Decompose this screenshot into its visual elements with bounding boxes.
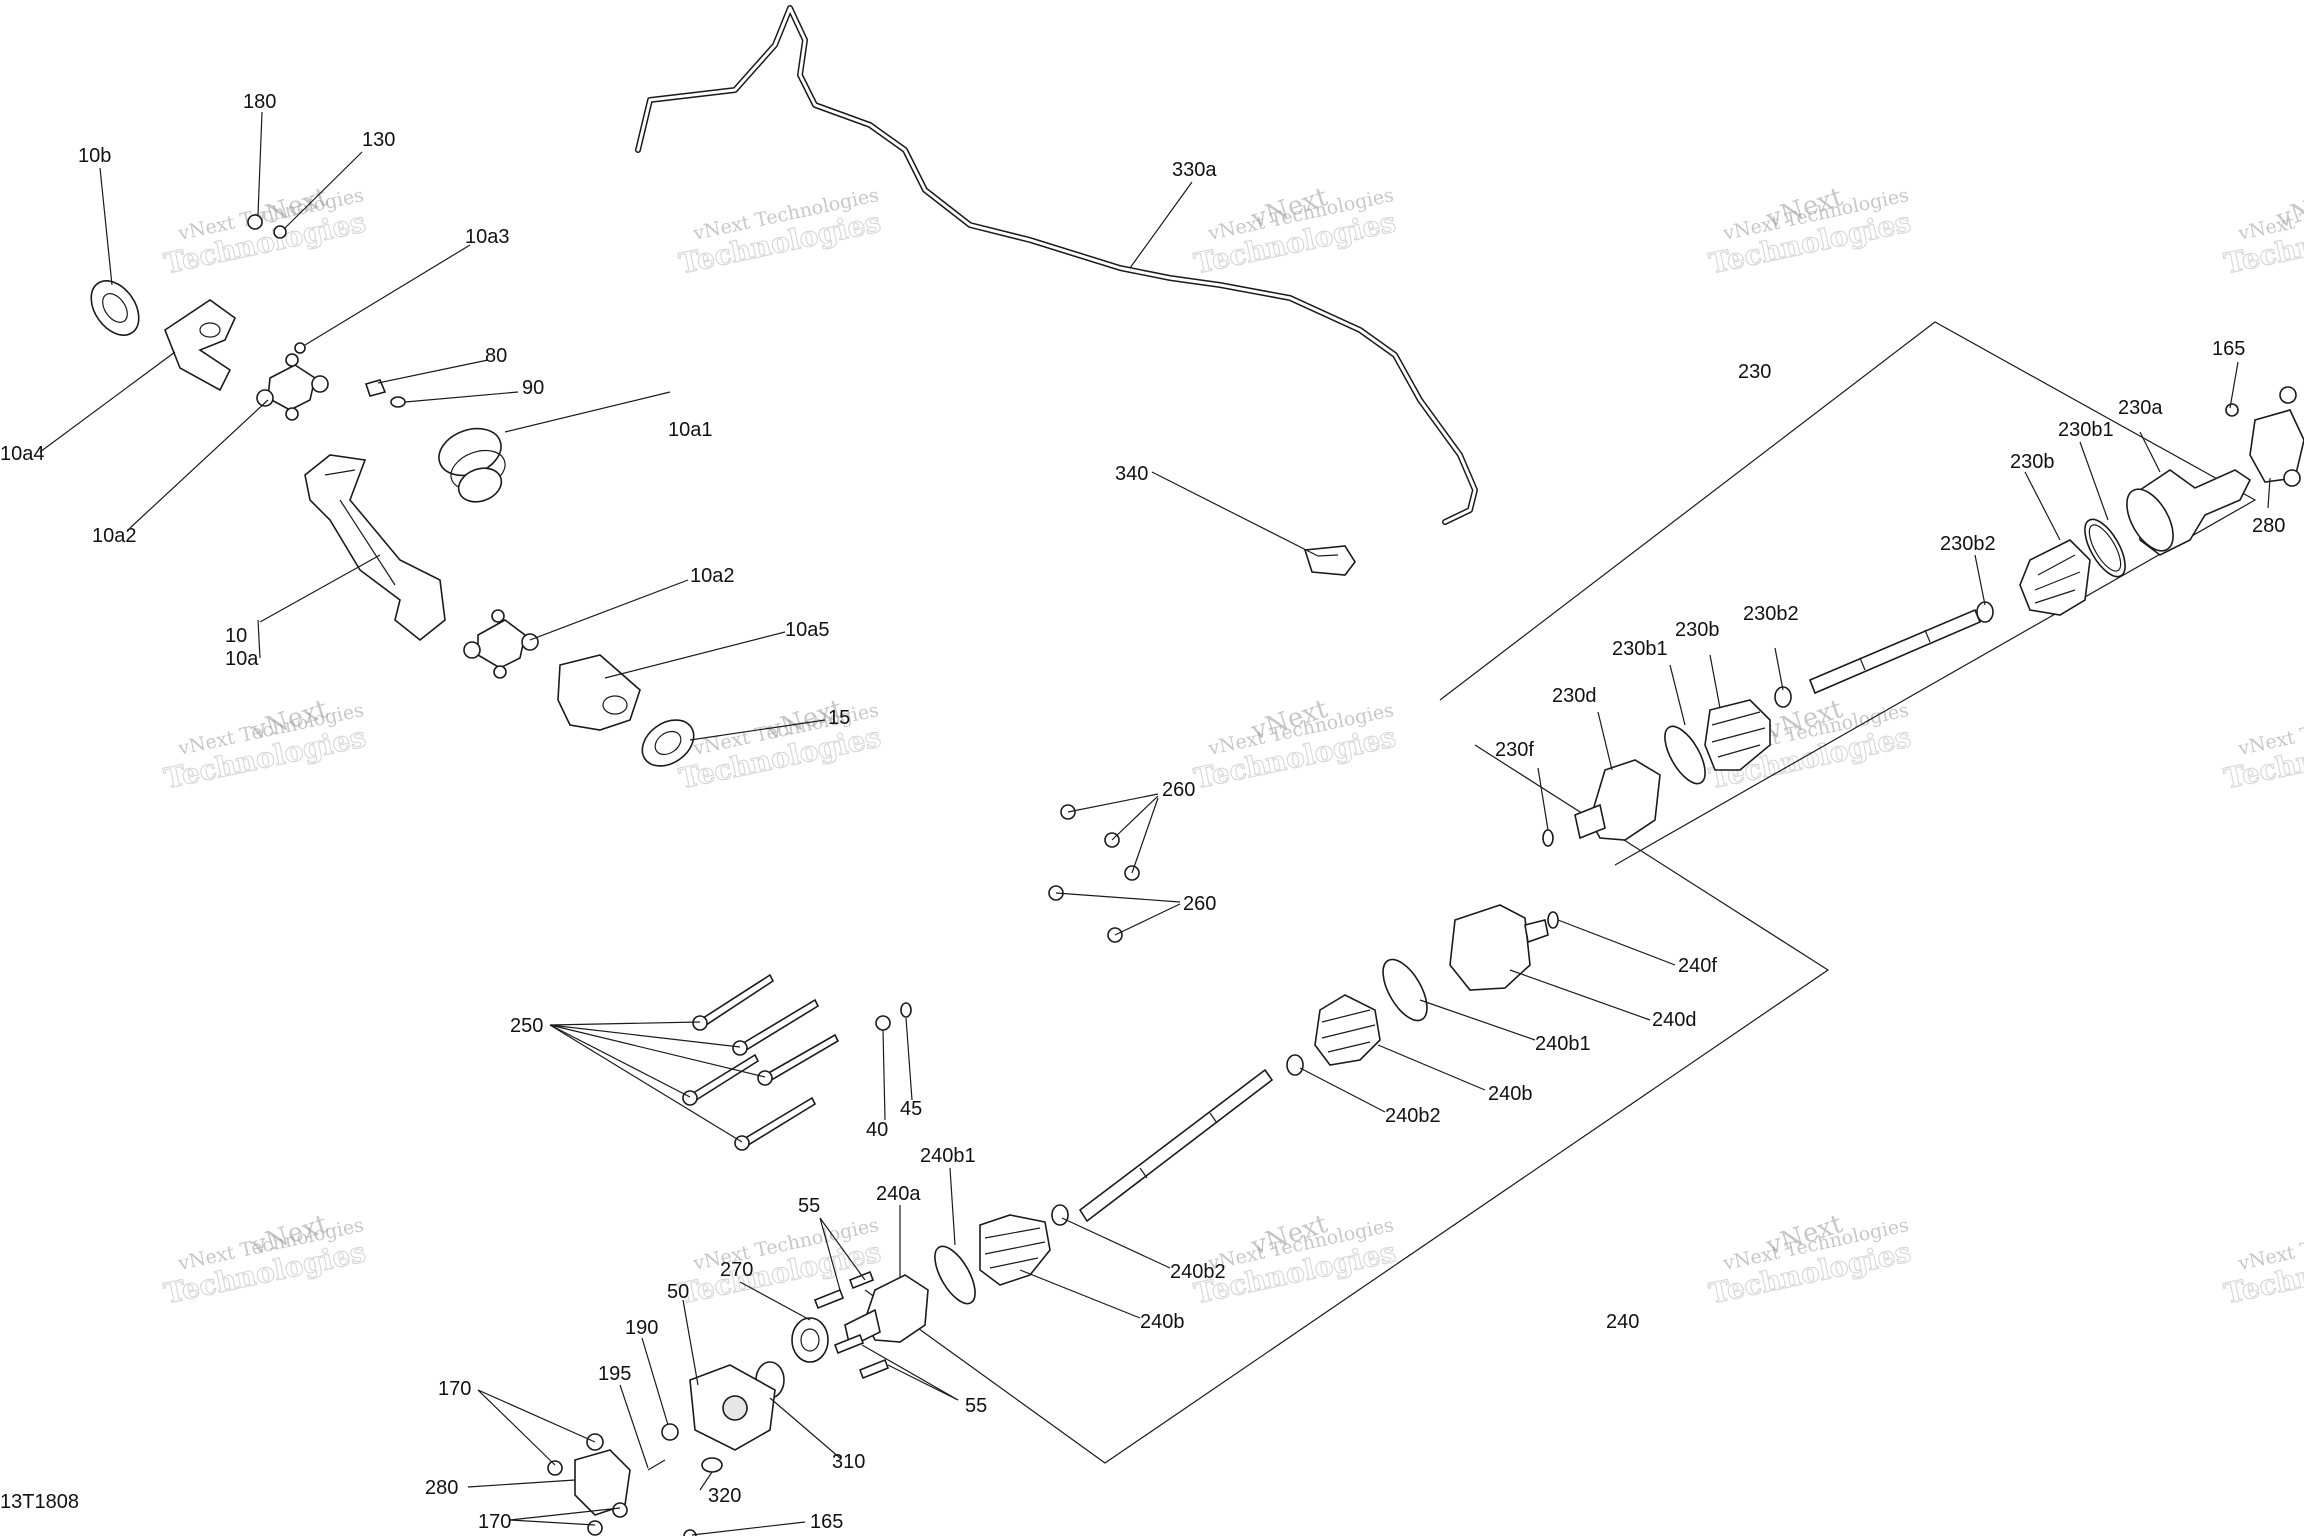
callout-130: 130	[362, 129, 395, 151]
assembly-box-230	[1439, 321, 2257, 866]
callout-270: 270	[720, 1259, 753, 1281]
callout-230b2-top: 230b2	[1940, 533, 1996, 555]
callout-230b-top: 230b	[2010, 451, 2055, 473]
brake-line-330a	[635, 5, 1478, 525]
callout-10a4: 10a4	[0, 443, 45, 465]
callout-10a5: 10a5	[785, 619, 830, 641]
callout-240b1-left: 240b1	[920, 1145, 976, 1167]
callout-320: 320	[708, 1485, 741, 1507]
callout-labels: 180 130 10b 10a3 80 90 10a1 10a4 10a2 10…	[0, 91, 2285, 1533]
callout-10a2-mid: 10a2	[690, 565, 735, 587]
callout-230d: 230d	[1552, 685, 1597, 707]
callout-280-top: 280	[2252, 515, 2285, 537]
callout-240d: 240d	[1652, 1009, 1697, 1031]
callout-180: 180	[243, 91, 276, 113]
watermark-layer: vNext Technologies Technologies vNext Te…	[161, 182, 2304, 1311]
callout-55-bottom: 55	[965, 1395, 987, 1417]
watermark: vNext Technologies Technologies	[676, 1214, 884, 1311]
callout-10a3: 10a3	[465, 226, 510, 248]
callout-165-top: 165	[2212, 338, 2245, 360]
callout-280-bottom: 280	[425, 1477, 458, 1499]
leader-lines	[39, 111, 2271, 1536]
callout-240b-right: 240b	[1488, 1083, 1533, 1105]
half-shaft-240	[547, 904, 1559, 1536]
callout-230b-mid: 230b	[1675, 619, 1720, 641]
callout-260-a: 260	[1162, 779, 1195, 801]
assembly-box-240	[864, 744, 1830, 1464]
callout-250: 250	[510, 1015, 543, 1037]
watermark: vNext Technologies Technologies	[2221, 699, 2304, 796]
callout-50: 50	[667, 1281, 689, 1303]
callout-40: 40	[866, 1119, 888, 1141]
watermark: vNext Technologies Technologies	[2221, 1214, 2304, 1311]
fasteners-260	[875, 804, 1140, 1031]
callout-240f: 240f	[1678, 955, 1717, 977]
callout-330a: 330a	[1172, 159, 1217, 181]
callout-240: 240	[1606, 1311, 1639, 1333]
callout-10a: 10a	[225, 648, 259, 670]
callout-170-top: 170	[438, 1378, 471, 1400]
callout-230b1-top: 230b1	[2058, 419, 2114, 441]
callout-230b1-mid: 230b1	[1612, 638, 1668, 660]
bracket-340	[1303, 545, 1356, 576]
callout-15: 15	[828, 707, 850, 729]
bolts-250	[682, 973, 840, 1151]
callout-310: 310	[832, 1451, 865, 1473]
half-shaft-230	[1542, 386, 2304, 847]
callout-170-bottom: 170	[478, 1511, 511, 1533]
callout-55-top: 55	[798, 1195, 820, 1217]
watermark: vNext Technologies Technologies	[161, 184, 369, 281]
callout-240b2-left: 240b2	[1170, 1261, 1226, 1283]
callout-10a2-top: 10a2	[92, 525, 137, 547]
callout-80: 80	[485, 345, 507, 367]
callout-260-b: 260	[1183, 893, 1216, 915]
watermark: vNext Technologies Technologies	[2221, 184, 2304, 281]
callout-230b2-mid: 230b2	[1743, 603, 1799, 625]
callout-10b: 10b	[78, 145, 111, 167]
callout-230: 230	[1738, 361, 1771, 383]
callout-230f: 230f	[1495, 739, 1534, 761]
callout-240b-left: 240b	[1140, 1311, 1185, 1333]
callout-90: 90	[522, 377, 544, 399]
callout-10a1: 10a1	[668, 419, 713, 441]
watermark: vNext Technologies Technologies	[676, 184, 884, 281]
callout-190: 190	[625, 1317, 658, 1339]
callout-240b2-right: 240b2	[1385, 1105, 1441, 1127]
drawing-code: 13T1808	[0, 1491, 79, 1513]
callout-230a: 230a	[2118, 397, 2163, 419]
callout-45: 45	[900, 1098, 922, 1120]
callout-340: 340	[1115, 463, 1148, 485]
callout-165-bottom: 165	[810, 1511, 843, 1533]
driveshaft-assembly-10	[90, 214, 695, 767]
callout-240a: 240a	[876, 1183, 921, 1205]
callout-10: 10	[225, 625, 247, 647]
callout-240b1-right: 240b1	[1535, 1033, 1591, 1055]
callout-195: 195	[598, 1363, 631, 1385]
